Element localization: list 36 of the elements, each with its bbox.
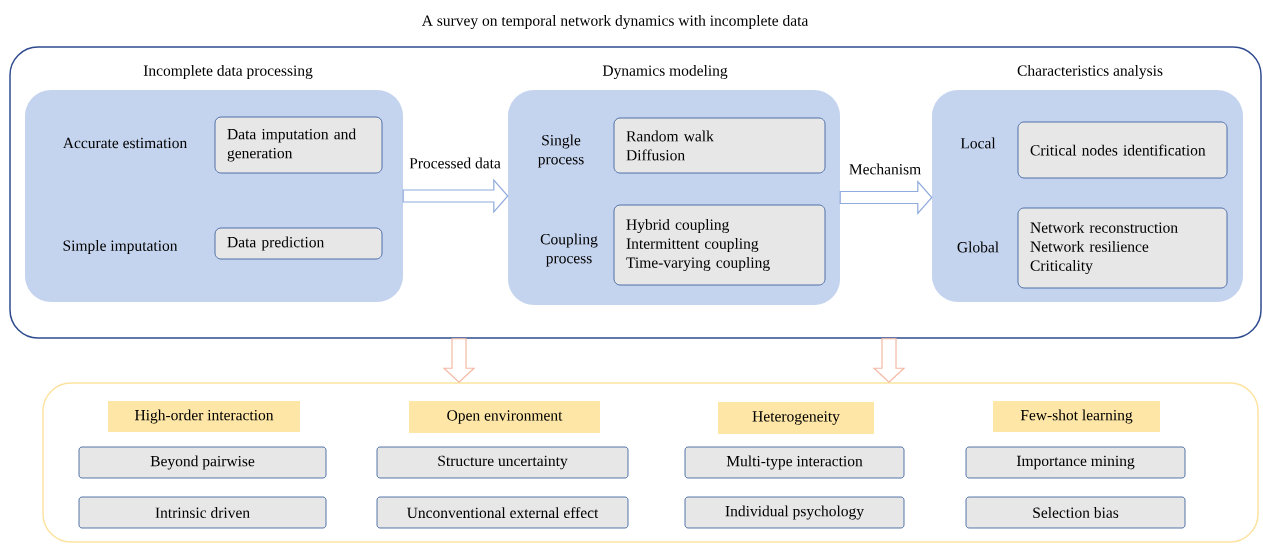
heading-tag: Few-shot learning (993, 401, 1160, 432)
text-box: Selection bias (965, 496, 1186, 529)
row-label: Global (957, 241, 999, 253)
section-frame (42, 382, 1259, 543)
text-box: Network reconstruction Network resilience Criticality (1017, 207, 1228, 289)
text-box: Intrinsic driven (78, 496, 327, 529)
text-box: Data imputation and generation (214, 116, 383, 174)
text-box: Individual psychology (684, 496, 905, 529)
block-arrow (442, 338, 476, 384)
row-label: Local (960, 137, 996, 149)
block-arrow (402, 178, 509, 214)
row-label: Coupling process (540, 233, 598, 267)
text-box: Importance mining (965, 446, 1186, 479)
text-box: Structure uncertainty (376, 446, 629, 479)
outer-frame (9, 46, 1262, 339)
edge-label: Processed data (408, 156, 502, 170)
text-box: Hybrid coupling Intermittent coupling Time-varying coupling (613, 204, 826, 286)
heading-tag: Open environment (409, 401, 600, 433)
row-label: Simple imputation (63, 239, 178, 255)
text-box: Unconventional external effect (376, 496, 629, 529)
text-box: Beyond pairwise (78, 446, 327, 479)
panel-heading: Dynamics modeling (602, 64, 728, 80)
title: A survey on temporal network dynamics with incomplete data (421, 14, 809, 30)
heading-tag: Heterogeneity (718, 402, 874, 434)
row-label: Single process (538, 134, 584, 168)
heading-tag: High-order interaction (108, 401, 300, 432)
row-label: Accurate estimation (62, 137, 187, 149)
text-box: Random walk Diffusion (613, 117, 826, 174)
panel-heading: Incomplete data processing (143, 64, 313, 80)
edge-label: Mechanism (847, 162, 923, 176)
text-box: Data prediction (214, 227, 383, 260)
text-box: Critical nodes identification (1017, 121, 1228, 179)
text-box: Multi-type interaction (684, 446, 905, 479)
block-arrow (839, 179, 933, 216)
block-arrow (872, 338, 906, 384)
panel-heading: Characteristics analysis (1017, 64, 1163, 80)
